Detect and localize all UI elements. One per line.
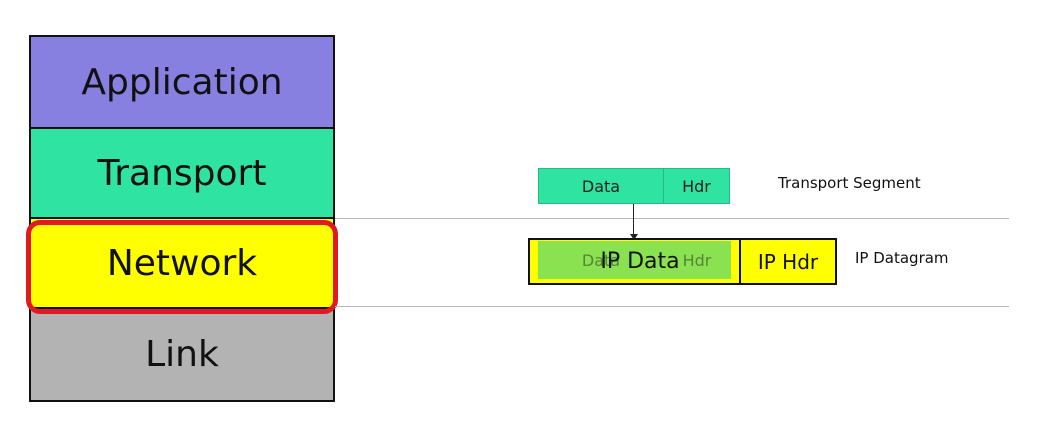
encapsulated-hdr-box: Hdr [663, 241, 731, 279]
ip-data-label: IP Data [600, 249, 680, 274]
ip-datagram-label: IP Datagram [855, 249, 949, 267]
encapsulated-data-box: Data [538, 241, 664, 279]
segment-hdr-box: Hdr [663, 168, 730, 204]
network-layer-highlight [26, 220, 338, 314]
arrow-head-icon [630, 234, 638, 240]
transport-layer: Transport [29, 127, 335, 219]
application-layer: Application [29, 35, 335, 129]
transport-network-divider [335, 218, 1009, 219]
transport-segment-label: Transport Segment [778, 174, 921, 192]
network-layer: Network [29, 217, 335, 309]
segment-data-box: Data [538, 168, 664, 204]
link-layer: Link [29, 307, 335, 402]
ip-hdr-box: IP Hdr [739, 238, 837, 285]
encapsulation-arrow [633, 204, 634, 237]
network-link-divider [335, 306, 1009, 307]
